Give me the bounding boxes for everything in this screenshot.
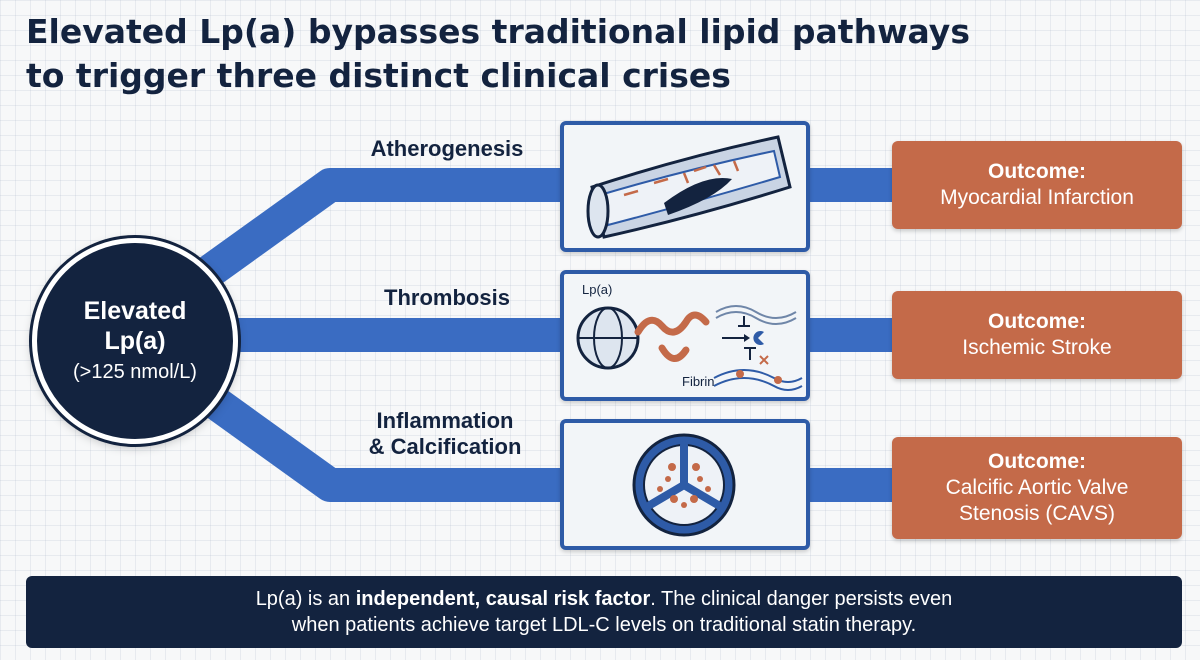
pathway-label-atherogenesis: Atherogenesis	[370, 136, 524, 161]
hub-threshold: (>125 nmol/L)	[73, 361, 197, 383]
pathway-label-inflammation-line-2: & Calcification	[368, 434, 522, 459]
footer-emphasis: independent, causal risk factor	[355, 588, 651, 610]
lpa-fibrin-icon	[576, 305, 803, 391]
outcome-text: Myocardial Infarction	[940, 186, 1134, 209]
outcome-myocardial-infarction: Outcome: Myocardial Infarction	[892, 141, 1182, 229]
panel-label-lpa: Lp(a)	[582, 282, 613, 297]
panel-label-fibrin: Fibrin	[682, 374, 715, 389]
footer-line-1-end: . The clinical danger persists even	[650, 588, 953, 610]
artery-plaque-icon	[586, 135, 792, 239]
outcome-head: Outcome:	[987, 160, 1086, 183]
pathway-label-inflammation-line-1: Inflammation	[376, 408, 514, 433]
footer-line-1: Lp(a) is an independent, causal risk fac…	[26, 586, 1182, 612]
pathway-label-inflammation: Inflammation & Calcification	[340, 408, 550, 460]
elevated-lpa-hub: Elevated Lp(a) (>125 nmol/L)	[32, 238, 238, 444]
hub-line-1: Elevated	[83, 297, 187, 325]
outcome-ischemic-stroke: Outcome: Ischemic Stroke	[892, 291, 1182, 379]
outcome-head: Outcome:	[987, 450, 1086, 473]
page-title: Elevated Lp(a) bypasses traditional lipi…	[26, 10, 970, 98]
calcification-panel	[560, 419, 810, 550]
outcome-text-line-2: Stenosis (CAVS)	[959, 502, 1115, 525]
hub-line-2: Lp(a)	[104, 327, 166, 355]
outcome-text: Ischemic Stroke	[962, 336, 1112, 359]
outcome-head: Outcome:	[987, 310, 1086, 333]
title-line-2: to trigger three distinct clinical crise…	[26, 56, 731, 95]
outcome-cavs: Outcome: Calcific Aortic Valve Stenosis …	[892, 437, 1182, 539]
pathway-label-thrombosis: Thrombosis	[384, 285, 510, 310]
title-line-1: Elevated Lp(a) bypasses traditional lipi…	[26, 12, 970, 51]
footer-line-2: when patients achieve target LDL-C level…	[291, 614, 917, 636]
atherogenesis-panel	[560, 121, 810, 252]
outcome-text-line-1: Calcific Aortic Valve	[945, 476, 1129, 499]
footer-line-1-start: Lp(a) is an	[255, 588, 356, 610]
key-message-banner: Lp(a) is an independent, causal risk fac…	[26, 576, 1182, 648]
aortic-valve-icon	[632, 433, 736, 537]
thrombosis-panel: Lp(a) Fibrin	[560, 270, 810, 401]
